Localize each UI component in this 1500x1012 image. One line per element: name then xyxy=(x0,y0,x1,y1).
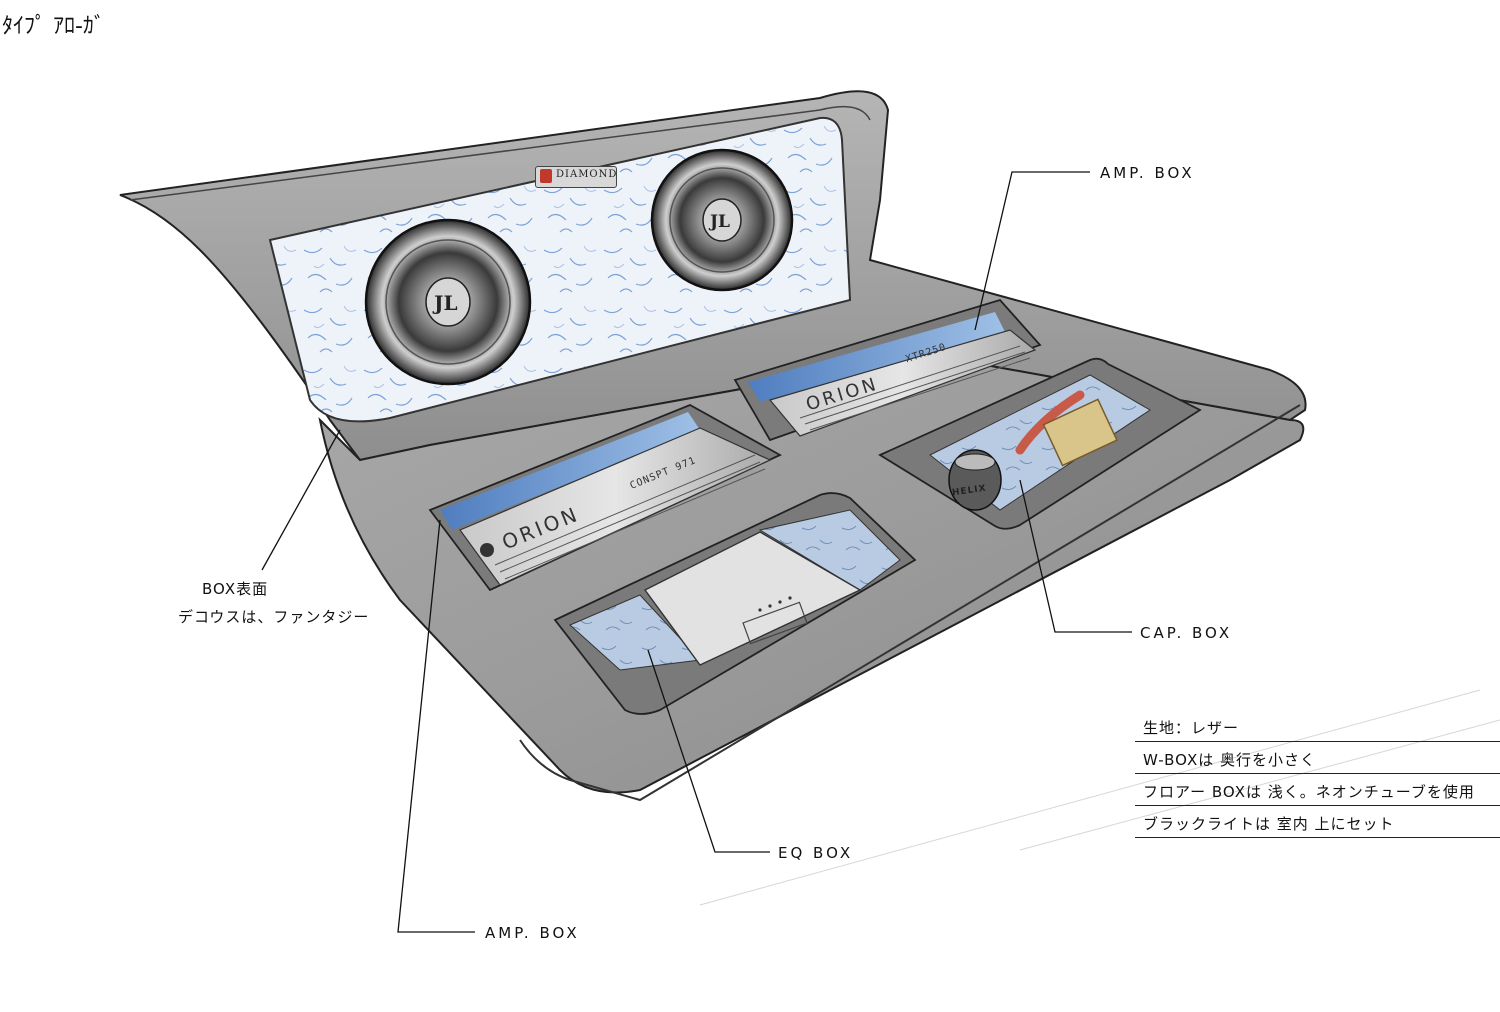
subwoofer-right: JL xyxy=(650,148,794,292)
subwoofer-left: JL xyxy=(364,218,532,386)
label-cap-box: CAP. BOX xyxy=(1140,624,1233,642)
leader-lines xyxy=(261,171,1132,933)
corner-note: ﾀｲﾌﾟ ｱﾛ-ｶﾞ xyxy=(2,14,105,39)
label-eq-box: EQ BOX xyxy=(778,844,854,862)
leader-eq xyxy=(647,649,770,853)
jl-logo-left: JL xyxy=(432,291,458,315)
note-blacklight: ブラックライトは 室内 上にセット xyxy=(1143,815,1395,833)
jl-logo-right: JL xyxy=(708,212,730,232)
spec-notes: 生地：レザー W-BOXは 奥行を小さく フロアー BOXは 浅く。ネオンチュー… xyxy=(1135,710,1500,838)
floor-front-edge xyxy=(519,404,1301,802)
diamond-badge: DIAMOND xyxy=(535,166,617,188)
amp-box-left xyxy=(428,404,782,592)
cap-box xyxy=(878,357,1202,530)
label-box-surface-2: デコウスは、ファンタジー xyxy=(178,608,370,626)
eq-box xyxy=(553,492,917,715)
note-line: ブラックライトは 室内 上にセット xyxy=(1135,806,1500,838)
diamond-logo-icon xyxy=(540,169,552,183)
note-line: 生地：レザー xyxy=(1135,710,1500,742)
leader-box-surface xyxy=(261,429,341,571)
label-amp-box-top: AMP. BOX xyxy=(1100,164,1195,182)
note-material: 生地：レザー xyxy=(1143,719,1240,737)
note-line: フロアー BOXは 浅く。ネオンチューブを使用 xyxy=(1135,774,1500,806)
backwall-top-rim xyxy=(129,105,871,201)
leader-amp-top xyxy=(974,171,1090,331)
note-line: W-BOXは 奥行を小さく xyxy=(1135,742,1500,774)
leader-amp-bottom xyxy=(397,519,475,933)
leader-cap xyxy=(1019,479,1132,633)
badge-text: DIAMOND xyxy=(556,169,618,180)
note-wbox: W-BOXは 奥行を小さく xyxy=(1143,751,1317,769)
note-floorbox: フロアー BOXは 浅く。ネオンチューブを使用 xyxy=(1143,783,1475,801)
label-amp-box-bottom: AMP. BOX xyxy=(485,924,580,942)
label-box-surface-1: BOX表面 xyxy=(202,580,269,598)
amp-box-top xyxy=(733,298,1042,442)
